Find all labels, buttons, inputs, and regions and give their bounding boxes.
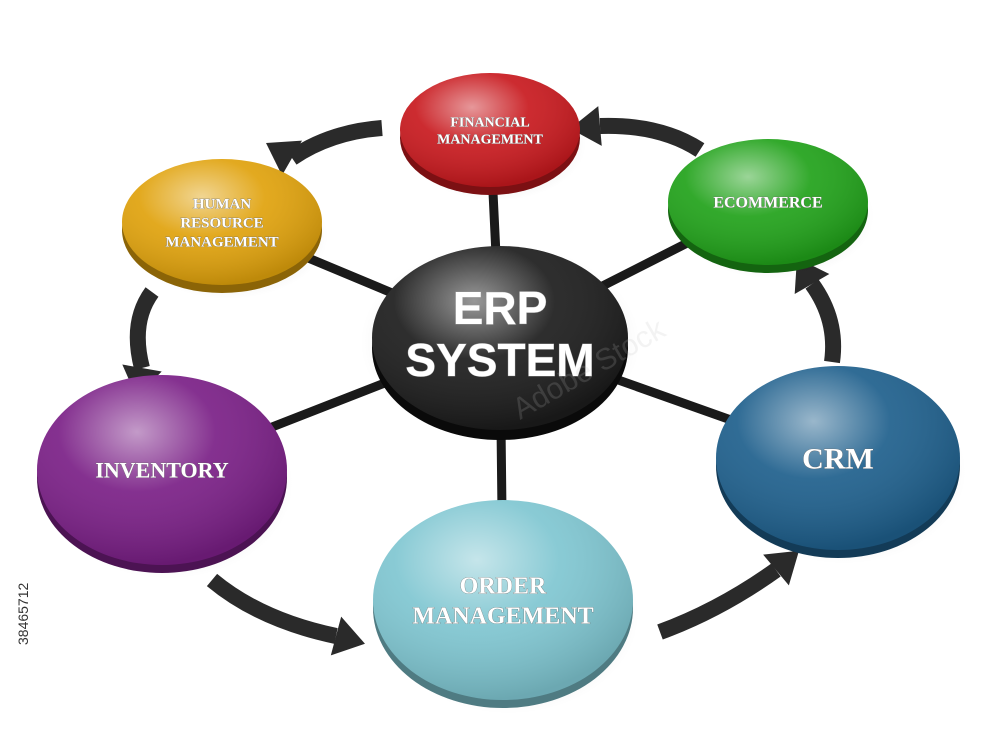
arrow-order-to-crm (657, 550, 799, 640)
arrow-financial-to-hr (266, 120, 383, 176)
arrow-inventory-to-order (206, 573, 365, 656)
arrow-ecommerce-to-financial (570, 106, 705, 157)
disc-ecommerce: ECOMMERCE (668, 139, 874, 279)
label-crm: CRM (802, 443, 874, 476)
label-inventory: INVENTORY (95, 458, 228, 483)
stock-id: 38465712 (15, 582, 31, 645)
disc-inventory: INVENTORY (37, 375, 293, 579)
label-ecommerce: ECOMMERCE (713, 195, 822, 212)
cycle-arrows (122, 106, 842, 656)
disc-crm: CRM (716, 366, 966, 564)
